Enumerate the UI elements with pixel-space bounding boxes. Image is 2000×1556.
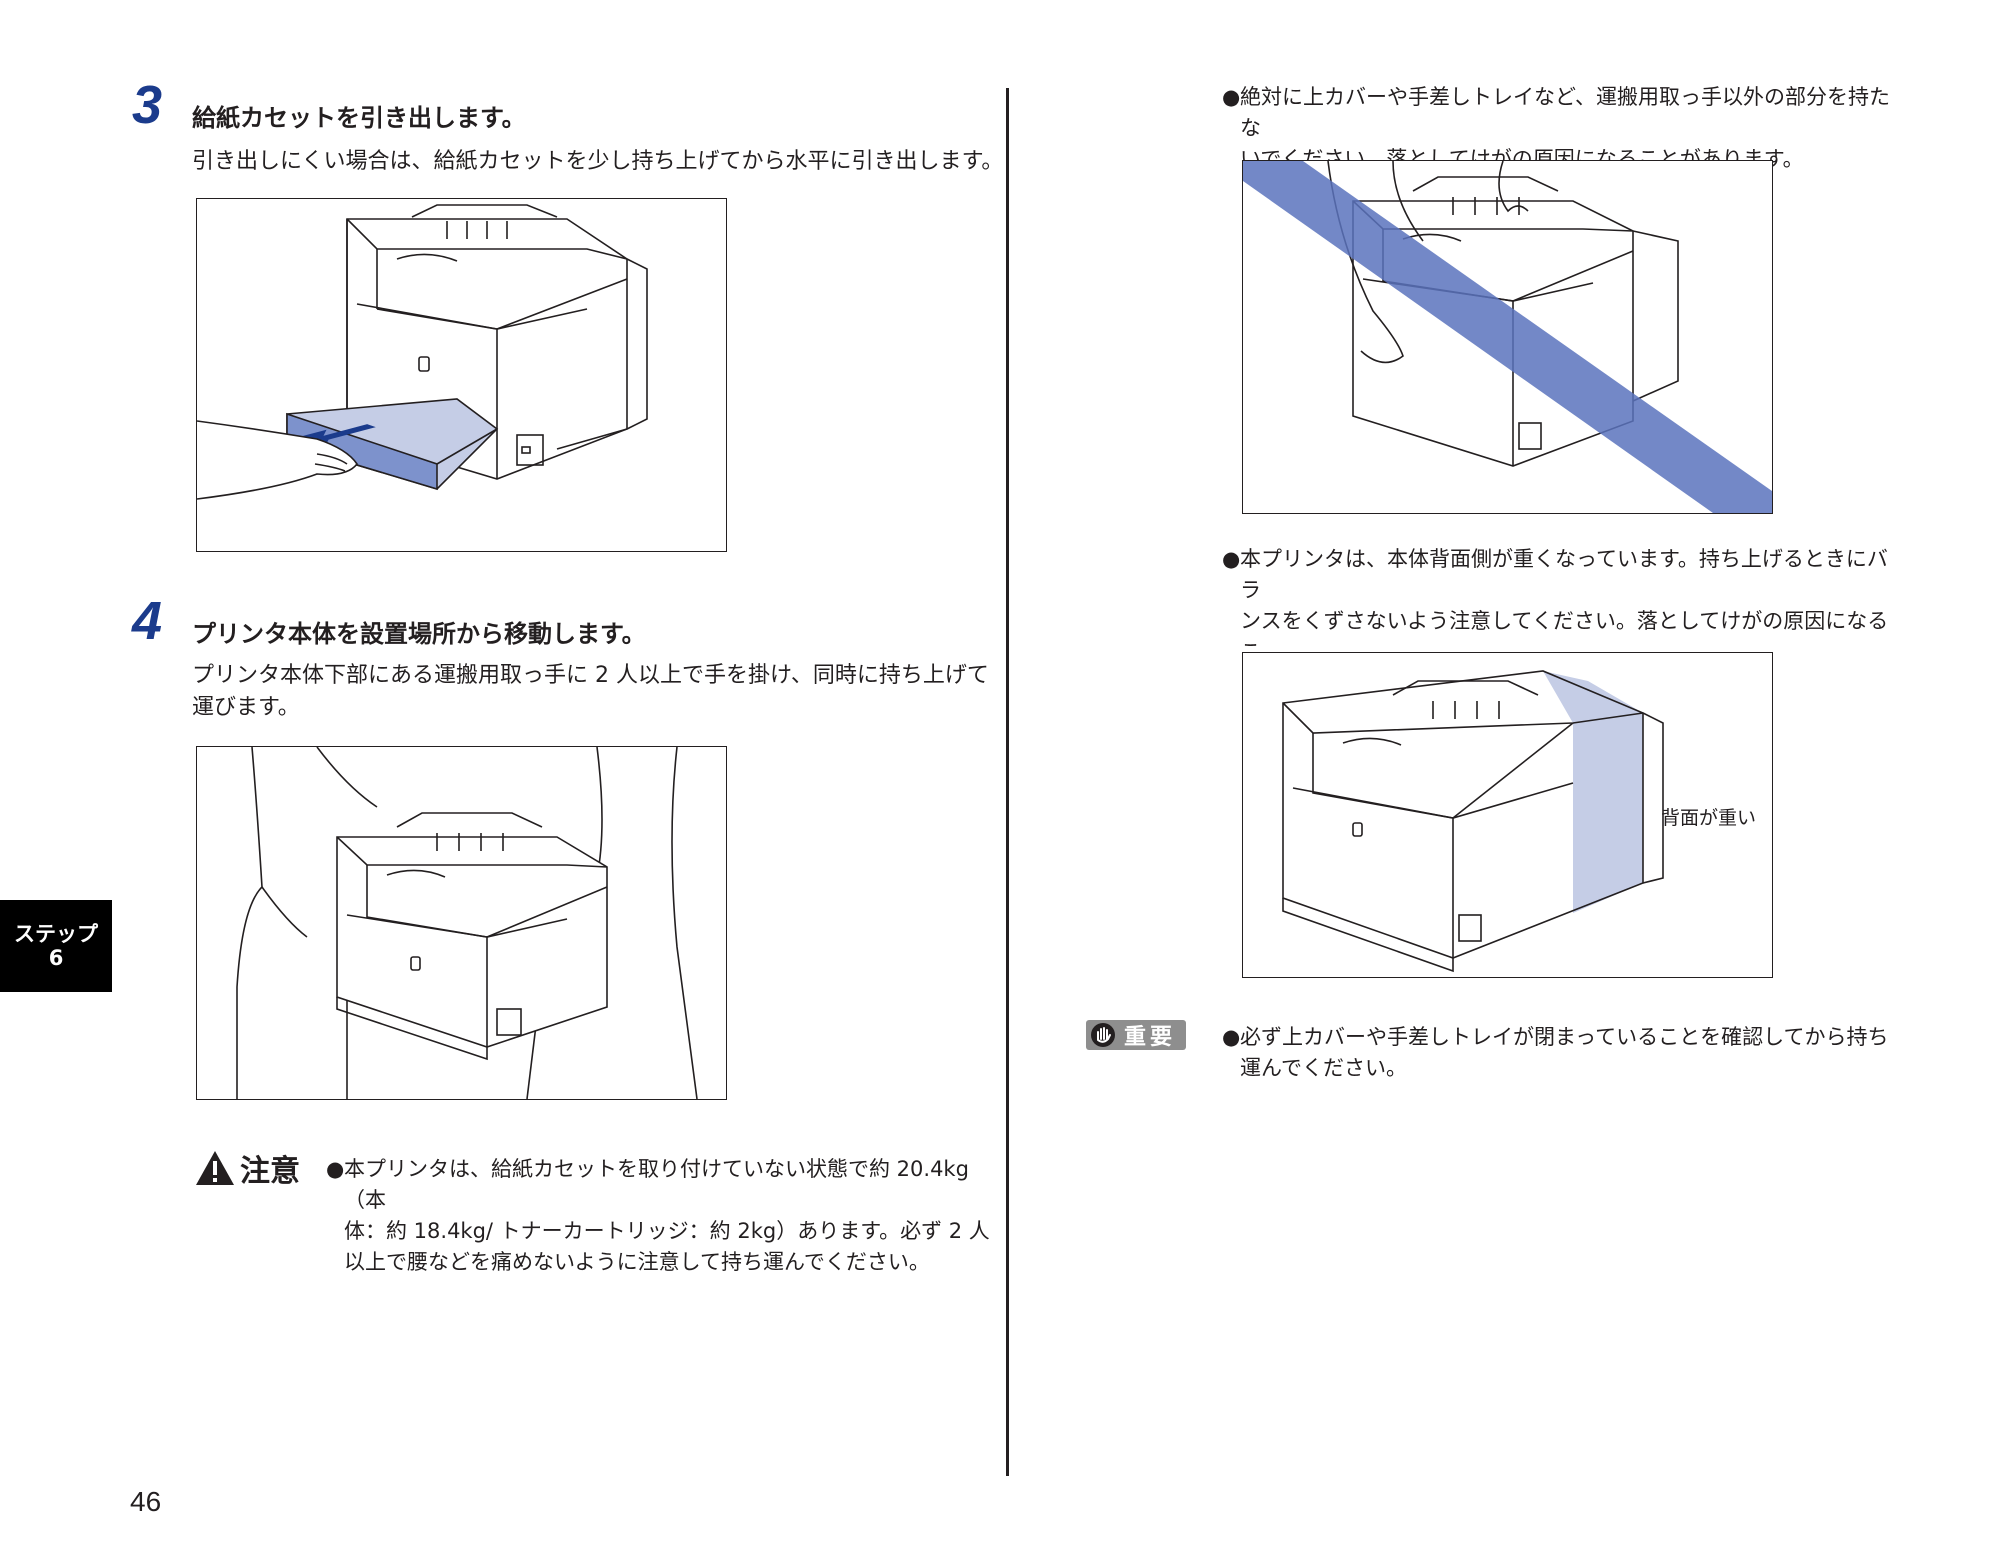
caution-bullet: ● 本プリンタは、給紙カセットを取り付けていない状態で約 20.4kg（本 体：… bbox=[326, 1154, 996, 1278]
bullet-dot-icon: ● bbox=[1222, 1025, 1241, 1049]
caution-line2: 体：約 18.4kg/ トナーカートリッジ：約 2kg）あります。必ず 2 人 bbox=[344, 1219, 990, 1243]
page-number: 46 bbox=[130, 1486, 162, 1517]
caution-label: 注意 bbox=[240, 1154, 300, 1189]
important-label: 重要 bbox=[1124, 1025, 1177, 1050]
figure-wrong-grip bbox=[1242, 160, 1773, 514]
wrong-grip-illustration bbox=[1243, 161, 1772, 513]
side-tab-line1: ステップ bbox=[14, 922, 98, 946]
step-side-tab: ステップ 6 bbox=[0, 900, 112, 992]
two-people-carrying-illustration bbox=[236, 747, 698, 1099]
step-4-title: プリンタ本体を設置場所から移動します。 bbox=[192, 620, 646, 648]
side-tab-line2: 6 bbox=[48, 946, 64, 970]
bullet-dot-icon: ● bbox=[1222, 85, 1241, 109]
important-bullet: ● 必ず上カバーや手差しトレイが閉まっていることを確認してから持ち 運んでくださ… bbox=[1222, 1022, 1902, 1084]
step-4-body-line2: 運びます。 bbox=[192, 695, 300, 720]
step-4-body-line1: プリンタ本体下部にある運搬用取っ手に 2 人以上で手を掛け、同時に持ち上げて bbox=[192, 663, 989, 688]
column-divider bbox=[1006, 88, 1009, 1476]
caution-heading: 注意 bbox=[194, 1146, 300, 1190]
figure-pull-cassette bbox=[196, 198, 727, 552]
stop-hand-icon bbox=[1091, 1023, 1115, 1047]
bullet-dot-icon: ● bbox=[326, 1157, 345, 1181]
step-4-number: 4 bbox=[132, 591, 163, 651]
right-bullet-1-line1: 絶対に上カバーや手差しトレイなど、運搬用取っ手以外の部分を持たな bbox=[1240, 85, 1890, 140]
figure-carry-printer bbox=[196, 746, 727, 1100]
figure-heavy-back: 背面が重い bbox=[1242, 652, 1773, 978]
step-3-number: 3 bbox=[132, 75, 163, 135]
right-bullet-2-line1: 本プリンタは、本体背面側が重くなっています。持ち上げるときにバラ bbox=[1240, 547, 1888, 602]
caution-line1: 本プリンタは、給紙カセットを取り付けていない状態で約 20.4kg（本 bbox=[344, 1157, 969, 1212]
bullet-dot-icon: ● bbox=[1222, 547, 1241, 571]
important-heading: 重要 bbox=[1086, 1020, 1187, 1050]
step-3-title: 給紙カセットを引き出します。 bbox=[192, 104, 526, 132]
caution-line3: 以上で腰などを痛めないように注意して持ち運んでください。 bbox=[344, 1250, 930, 1274]
printer-cassette-illustration bbox=[197, 204, 648, 500]
important-line2: 運んでください。 bbox=[1240, 1056, 1407, 1080]
heavy-back-illustration bbox=[1282, 670, 1664, 973]
heavy-back-label: 背面が重い bbox=[1661, 807, 1757, 829]
step-3-body: 引き出しにくい場合は、給紙カセットを少し持ち上げてから水平に引き出します。 bbox=[192, 149, 1004, 174]
important-line1: 必ず上カバーや手差しトレイが閉まっていることを確認してから持ち bbox=[1240, 1025, 1889, 1049]
important-badge: 重要 bbox=[1086, 1020, 1187, 1050]
warning-triangle-icon bbox=[196, 1151, 234, 1185]
